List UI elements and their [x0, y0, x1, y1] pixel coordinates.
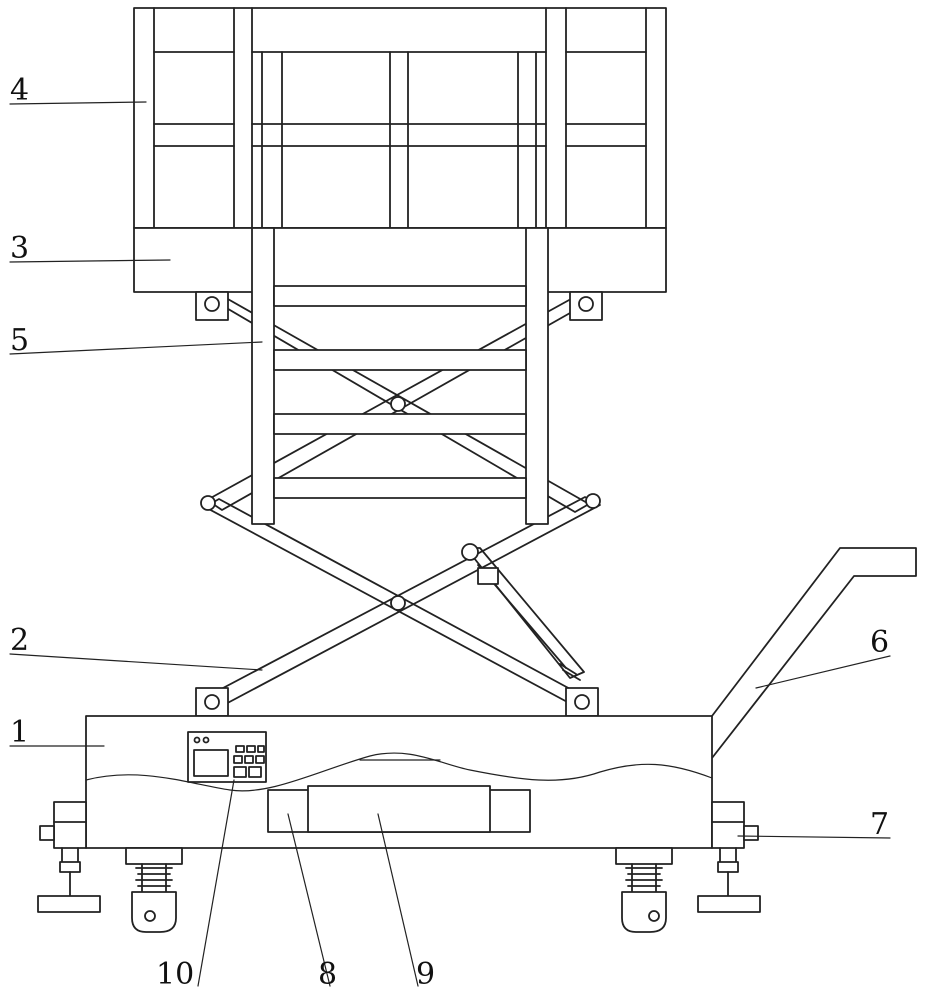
pivot-pins	[195, 291, 603, 717]
hydraulic-cylinder	[461, 543, 585, 681]
platform	[133, 227, 667, 293]
left-caster-wheel	[125, 847, 183, 933]
label-5: 5	[10, 323, 29, 358]
right-caster-wheel	[615, 847, 673, 933]
battery-box	[307, 785, 491, 833]
label-10: 10	[156, 957, 194, 992]
label-9: 9	[416, 957, 435, 992]
guardrail-cage	[133, 7, 667, 229]
label-6: 6	[870, 625, 889, 660]
handle	[711, 547, 917, 759]
label-2: 2	[10, 623, 29, 658]
label-1: 1	[10, 715, 29, 750]
label-3: 3	[10, 231, 29, 266]
control-panel	[187, 731, 267, 783]
part-labels: 4 3 5 2 1 6 7 10 8 9	[10, 73, 889, 992]
leader-lines	[9, 101, 891, 987]
ladder	[251, 227, 549, 525]
label-7: 7	[870, 807, 889, 842]
left-leveling-foot	[37, 801, 101, 913]
label-8: 8	[318, 957, 337, 992]
label-4: 4	[10, 73, 29, 108]
